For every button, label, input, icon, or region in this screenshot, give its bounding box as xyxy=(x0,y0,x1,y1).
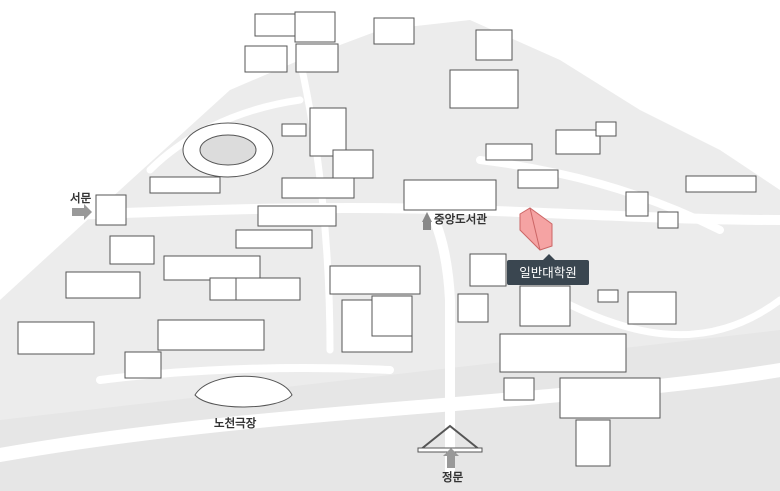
building-east-3 xyxy=(625,191,679,229)
building-south-center-3 xyxy=(457,293,489,323)
west-gate-label[interactable]: 서문 xyxy=(70,191,92,205)
building-center-1 xyxy=(235,205,337,249)
building-southeast-2 xyxy=(503,377,661,419)
building-mid-center xyxy=(281,149,374,199)
grad-school-building-highlight[interactable] xyxy=(519,207,553,251)
building-southeast-3 xyxy=(575,419,611,467)
building-stadium-annex xyxy=(149,176,221,194)
building-north-3 xyxy=(373,17,415,45)
central-library-label[interactable]: 중앙도서관 xyxy=(434,212,487,226)
main-gate-arrow-icon xyxy=(443,448,459,468)
main-gate-label[interactable]: 정문 xyxy=(442,470,464,484)
open-air-theater-stage xyxy=(194,375,293,408)
west-gate-arrow-icon xyxy=(72,204,92,220)
building-south-center-1 xyxy=(329,265,421,295)
building-center-3 xyxy=(235,277,301,301)
building-northeast xyxy=(449,29,519,109)
library-tower-icon xyxy=(422,212,432,230)
building-mid-north xyxy=(281,107,347,157)
open-air-theater-label[interactable]: 노천극장 xyxy=(214,416,257,430)
building-east-4 xyxy=(519,285,571,327)
building-north-2 xyxy=(244,43,339,73)
building-south-center-2 xyxy=(341,295,413,353)
building-west-1 xyxy=(95,194,127,226)
buildings xyxy=(17,11,757,467)
grad-school-tooltip[interactable]: 일반대학원 xyxy=(507,254,589,285)
building-east-1 xyxy=(485,143,559,189)
building-library xyxy=(403,179,497,211)
building-far-east xyxy=(685,175,757,193)
building-grad-neighbor xyxy=(469,253,507,287)
building-southwest xyxy=(124,319,265,379)
building-southeast-1 xyxy=(499,333,627,373)
building-west-4 xyxy=(17,321,95,355)
building-east-2 xyxy=(555,121,617,155)
building-west-3 xyxy=(65,271,141,299)
building-west-2 xyxy=(109,235,155,265)
building-north-1 xyxy=(254,11,336,43)
main-gate-structure xyxy=(419,424,481,451)
building-east-5 xyxy=(597,289,677,325)
